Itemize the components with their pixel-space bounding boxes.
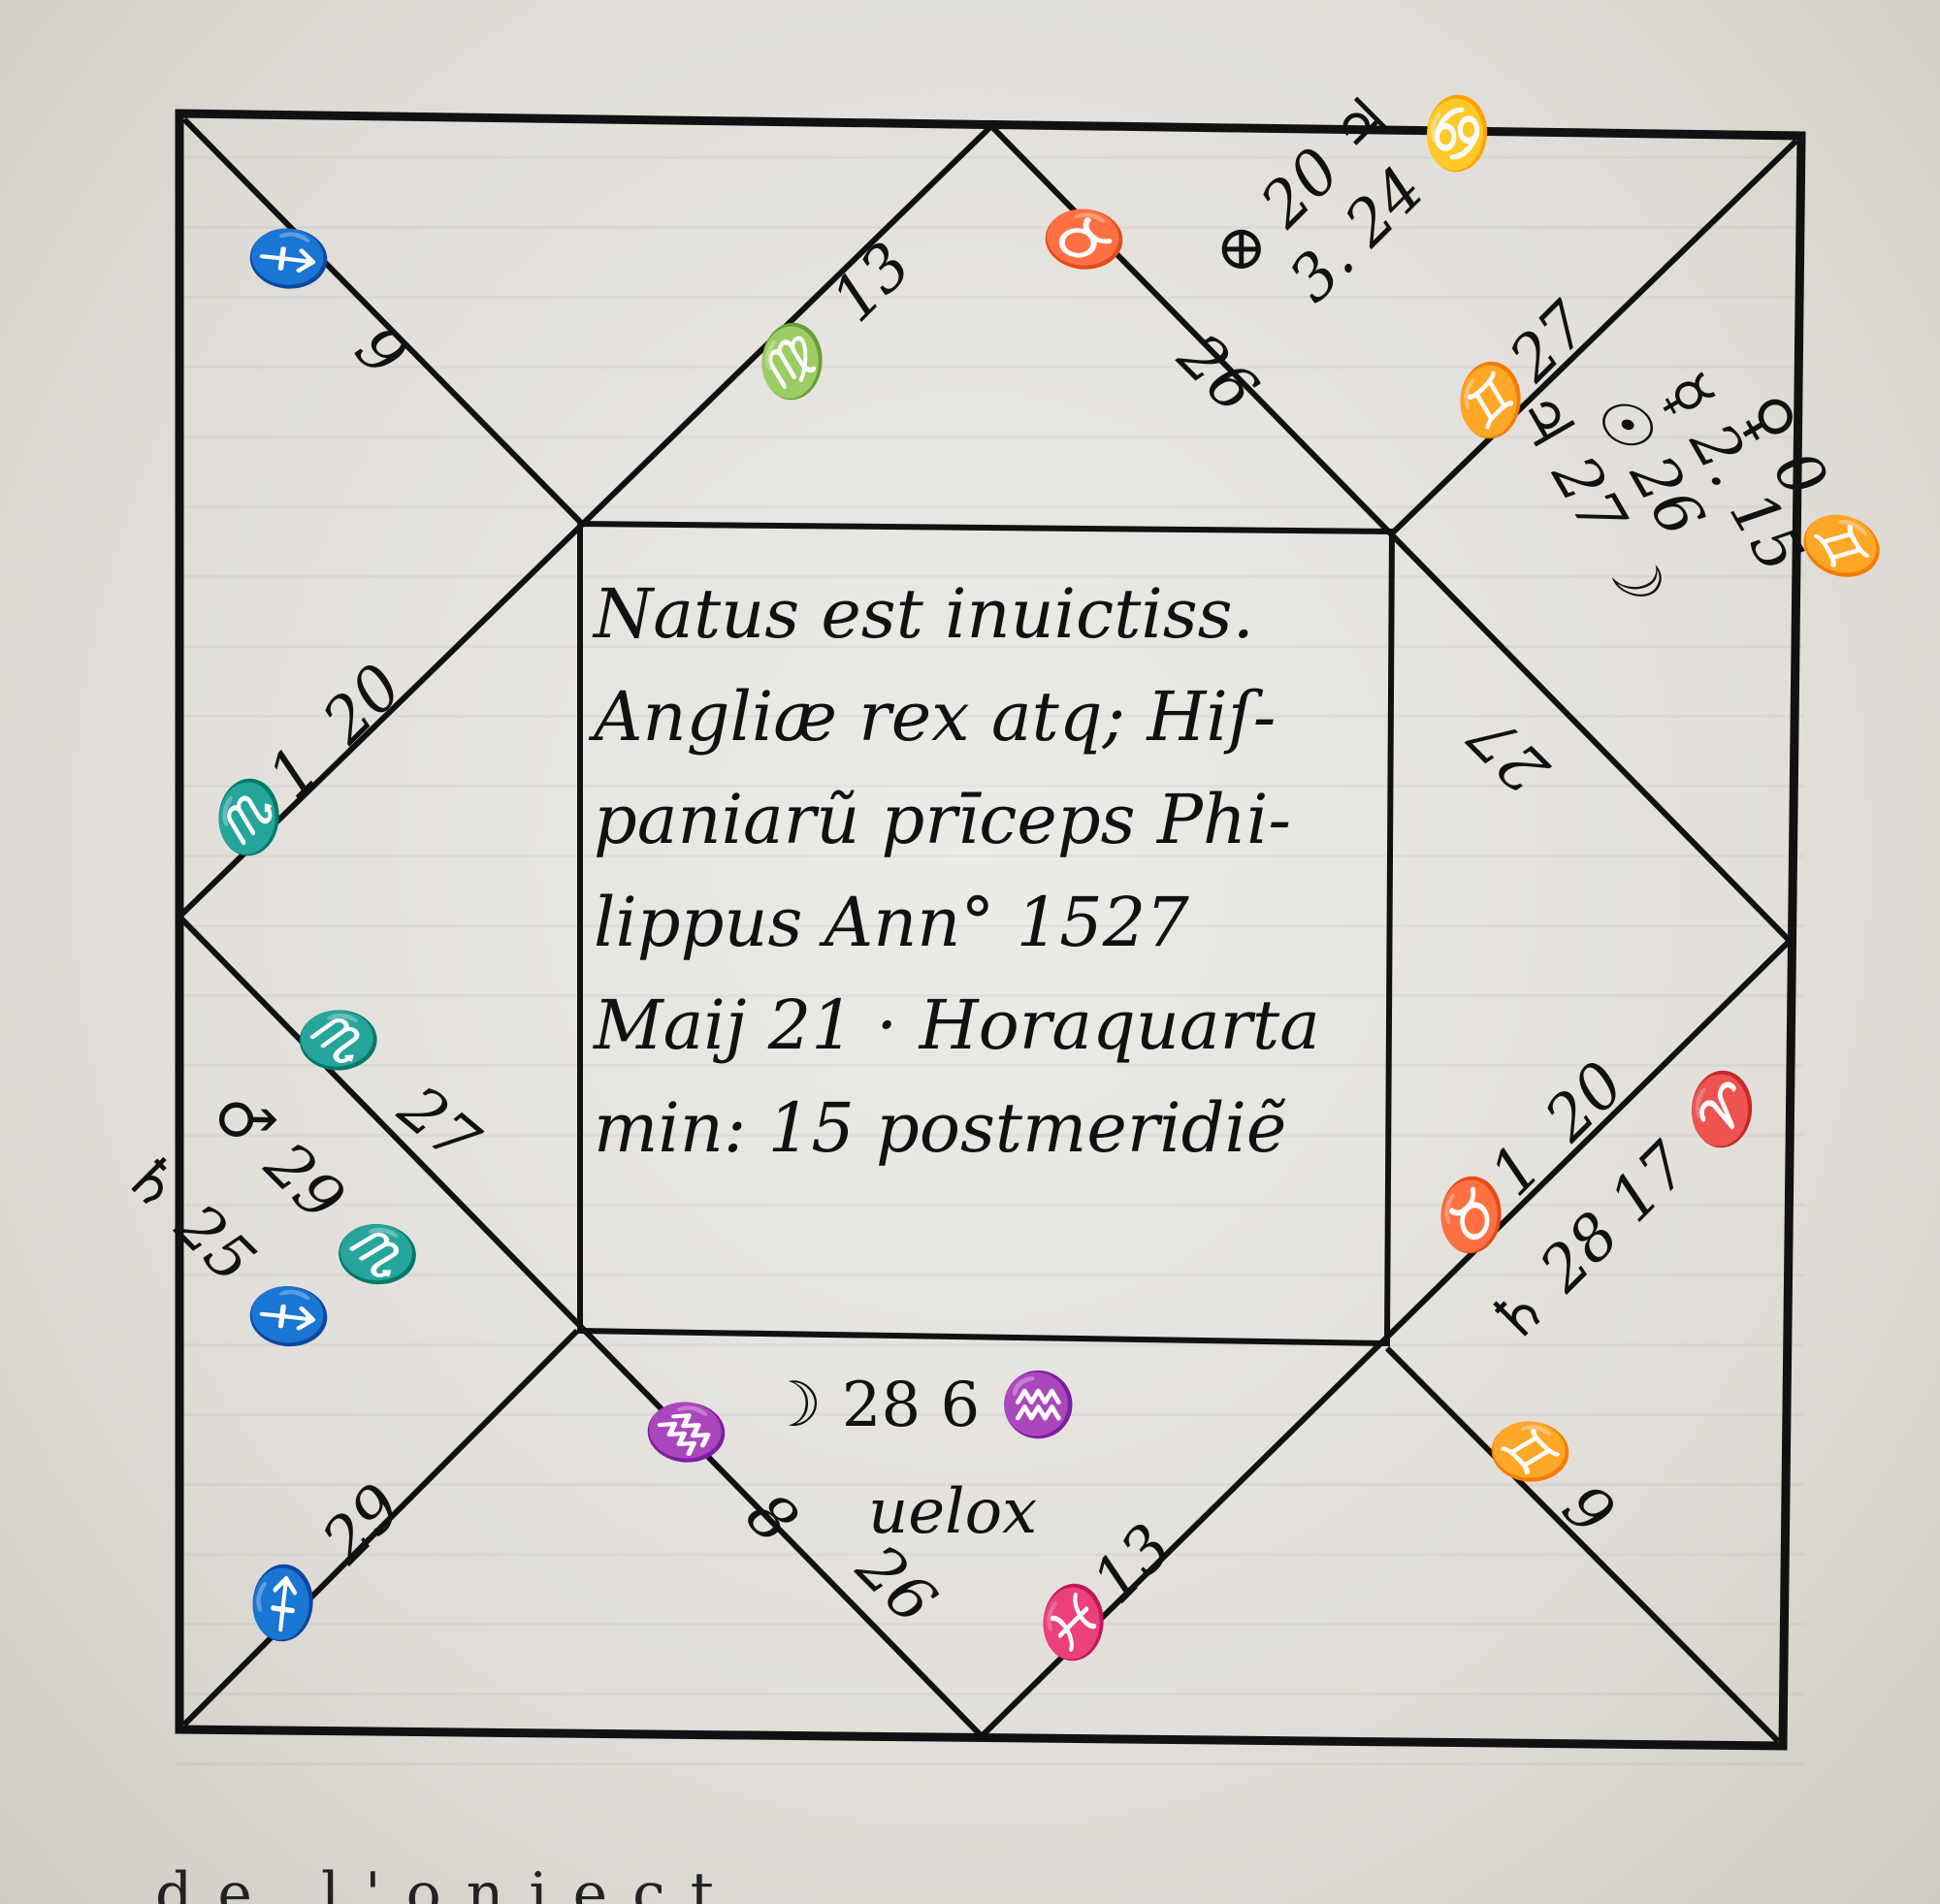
house-mark: 20 <box>1531 1049 1638 1156</box>
bottom-right-corner-label: ♊ 9 <box>1473 1396 1628 1550</box>
house-mark: ♊ <box>1473 1396 1587 1509</box>
inscription-line: min: 15 postmeridiẽ <box>594 1088 1287 1168</box>
house-mark: 29 <box>308 1471 416 1579</box>
diagonal-top-right <box>1389 138 1799 536</box>
top-right-planets: ⊗ 20 ♃ 3. 24 ♋ <box>1197 78 1515 316</box>
bottom-left-corner-label: ♐ 29 <box>227 1471 416 1661</box>
diagonal-top-left <box>181 116 585 527</box>
inscription-line: Maij 21 · Horaquarta <box>594 985 1320 1065</box>
inscription-line: Natus est inuictiss. <box>594 574 1254 654</box>
left-lower-planets: ♂ 29 ♏ ♄ 25 ♐ <box>109 1076 435 1373</box>
inner-square <box>577 520 1396 1347</box>
house-mark: ♍ <box>736 306 850 419</box>
house-mark: 13 <box>819 230 925 337</box>
inscription-line: paniarũ prīceps Phi- <box>594 780 1292 859</box>
house-mark: 9 <box>341 312 420 391</box>
house-mark: 9 <box>1548 1471 1627 1550</box>
house-mark: ♏ <box>281 985 395 1097</box>
house-mark: ♉ <box>1027 183 1141 297</box>
house-mark: 27 <box>1456 699 1564 807</box>
moon-position: ☽ 28 6 ♒ <box>766 1370 1077 1441</box>
moon-speed: uelox <box>868 1476 1037 1548</box>
inner-diamond <box>175 121 1794 1741</box>
bottom-right-cusp-label: ♓ 13 <box>1018 1511 1186 1680</box>
diagonal-bottom-left <box>181 1328 580 1727</box>
house-mark: ♐ <box>232 203 345 316</box>
house-mark: 26 <box>1163 320 1271 428</box>
house-mark: 27 <box>384 1072 492 1178</box>
house-mark: ♐ <box>227 1547 340 1661</box>
left-upper-cusp-label: ♏ 1 20 <box>193 651 416 874</box>
inscription-line: lippus Ann° 1527 <box>594 883 1189 962</box>
house-mark: 20 <box>308 651 416 758</box>
top-left-corner-label: ♐ 9 <box>232 203 420 391</box>
outer-frame <box>175 109 1806 1751</box>
cropped-next-line: de l'oniect ... <box>155 1860 915 1904</box>
inscription-line: Angliæ rex atq; Hiſ- <box>594 677 1277 757</box>
diagonal-bottom-right <box>1384 1345 1781 1744</box>
top-left-cusp-label: ♍ 13 <box>736 230 925 419</box>
right-lower-corner-label: 27 <box>1456 699 1564 807</box>
nativity-inscription: Natus est inuictiss. Angliæ rex atq; Hiſ… <box>594 563 1389 1179</box>
